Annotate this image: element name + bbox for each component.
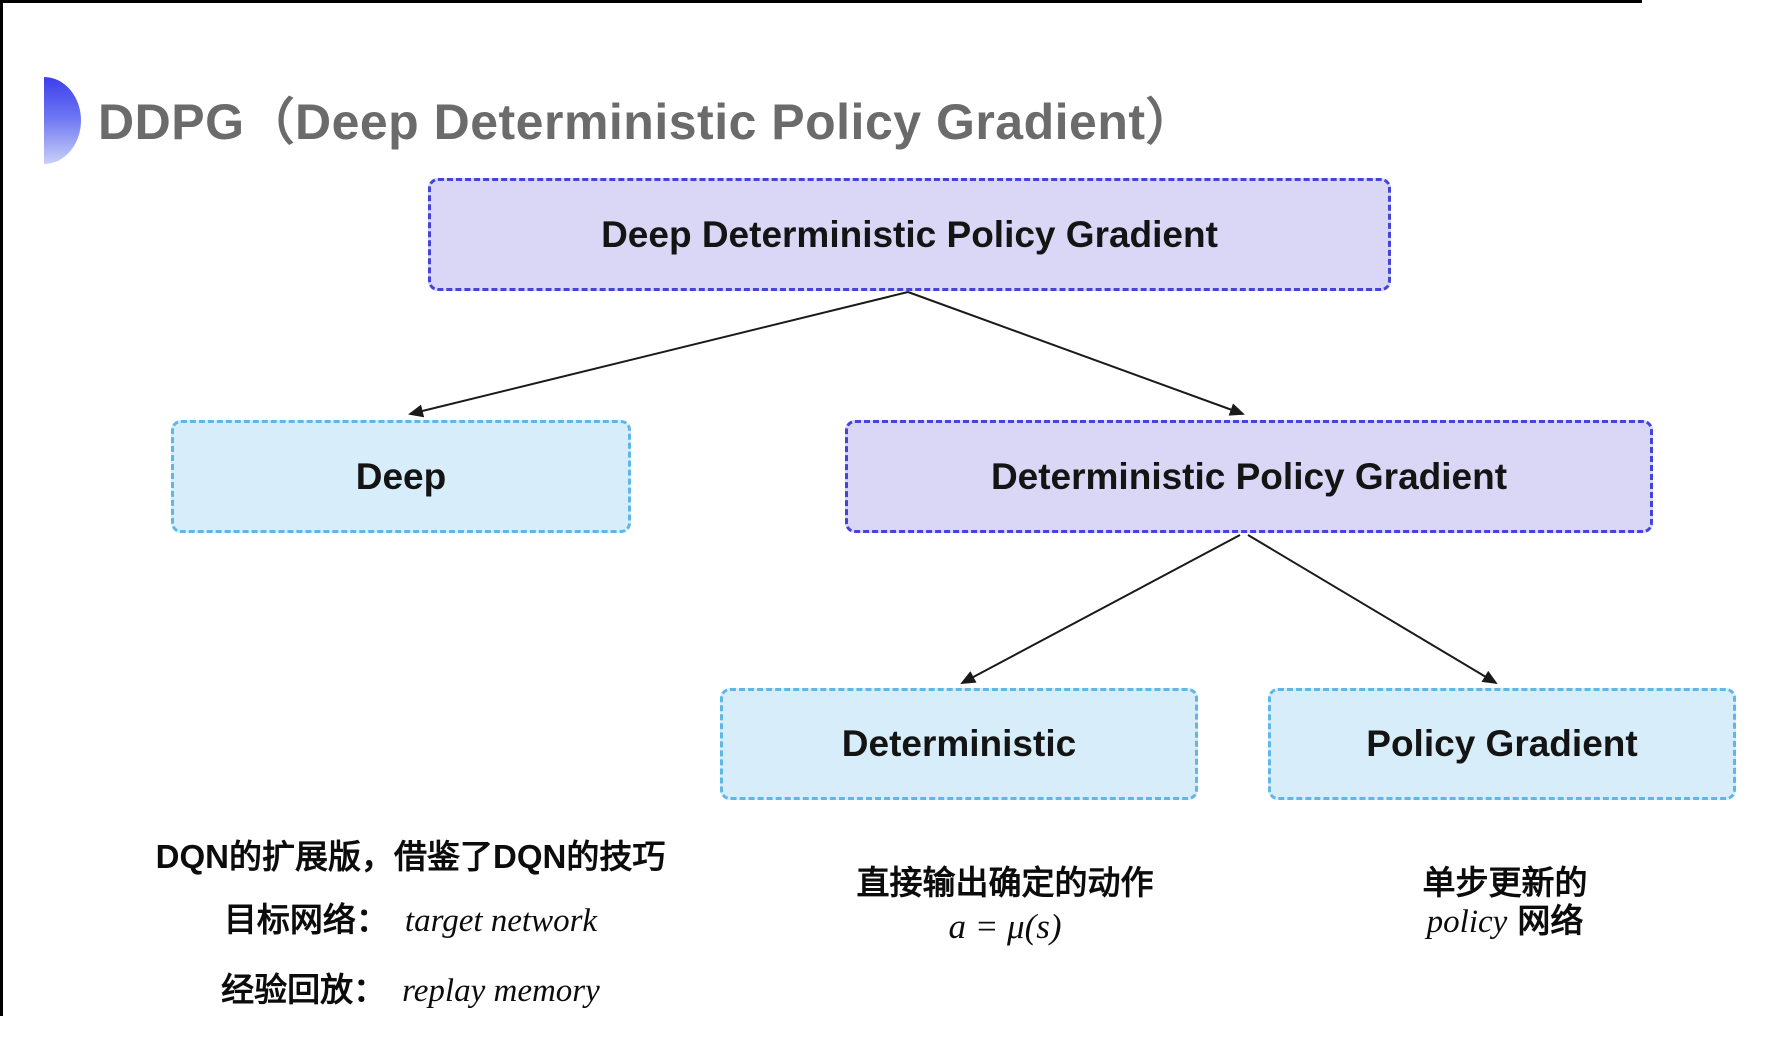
node-policy-gradient: Policy Gradient	[1268, 688, 1736, 800]
policy-term: policy	[1426, 904, 1508, 940]
network-label: 网络	[1517, 902, 1584, 939]
node-label: Deep Deterministic Policy Gradient	[601, 213, 1218, 255]
note-deep-target-network: 目标网络： target network	[118, 901, 703, 946]
node-label: Deterministic	[841, 723, 1077, 764]
node-label: Deep	[355, 455, 447, 497]
node-deterministic-policy-gradient: Deterministic Policy Gradient	[845, 420, 1653, 533]
page-title: DDPG（Deep Deterministic Policy Gradient）	[98, 94, 1197, 150]
node-deterministic: Deterministic	[720, 688, 1198, 800]
title-bullet-icon	[44, 77, 81, 164]
deterministic-policy-formula: a = μ(s)	[948, 907, 1062, 946]
node-deep-deterministic-policy-gradient: Deep Deterministic Policy Gradient	[428, 178, 1391, 291]
node-label: Policy Gradient	[1366, 723, 1638, 764]
frame-border-top	[0, 0, 1642, 3]
arrow-dpg-to-deterministic	[960, 534, 1241, 684]
arrow-root-to-dpg	[907, 291, 1245, 416]
arrow-root-to-deep	[408, 291, 909, 418]
note-deep-line1: DQN的扩展版，借鉴了DQN的技巧	[155, 838, 666, 875]
note-deep: DQN的扩展版，借鉴了DQN的技巧 目标网络： target network 经验…	[118, 838, 703, 1016]
replay-memory-term: replay memory	[402, 973, 600, 1009]
target-network-term: target network	[404, 903, 598, 939]
target-network-label: 目标网络：	[223, 901, 389, 938]
node-label: Deterministic Policy Gradient	[990, 455, 1508, 497]
note-policy-gradient-line1: 单步更新的	[1422, 864, 1588, 901]
frame-border-left	[0, 0, 3, 1016]
replay-memory-label: 经验回放：	[221, 971, 387, 1008]
node-deep: Deep	[171, 420, 631, 533]
note-deep-replay-memory: 经验回放： replay memory	[118, 971, 703, 1016]
arrow-dpg-to-policy-gradient	[1247, 534, 1498, 685]
note-deterministic: 直接输出确定的动作 a = μ(s)	[815, 864, 1195, 946]
note-deterministic-line1: 直接输出确定的动作	[856, 864, 1154, 901]
